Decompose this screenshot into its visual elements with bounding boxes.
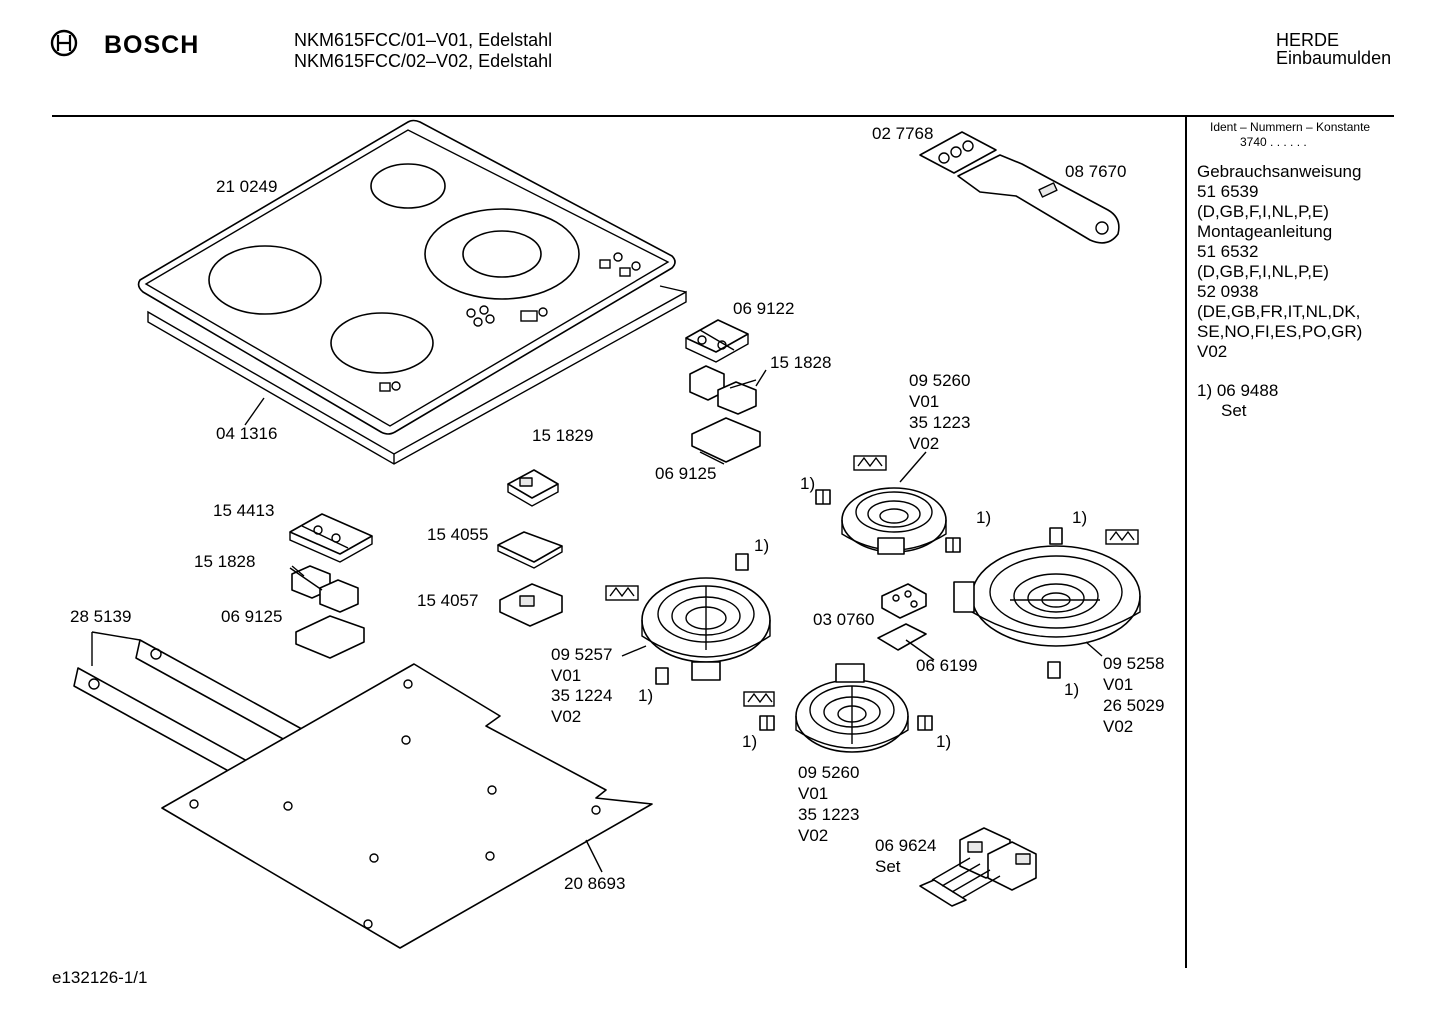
base-plate	[161, 663, 653, 949]
part-label: 15 1828	[770, 353, 832, 372]
part-label: 15 4413	[213, 501, 275, 520]
part-label: 28 5139	[70, 607, 132, 626]
doc-line: (D,GB,F,I,NL,P,E)	[1197, 262, 1329, 281]
model-line-2: NKM615FCC/02–V02, Edelstahl	[294, 51, 553, 71]
doc-line: 51 6539	[1197, 182, 1259, 201]
hob-glass-top	[137, 119, 676, 435]
doc-line: 52 0938	[1197, 282, 1259, 301]
connector-parts-middle	[497, 469, 563, 627]
ident-value: 3740 . . . . . .	[1240, 135, 1307, 149]
hob-frame-seal	[147, 285, 687, 465]
part-label: 06 6199	[916, 656, 978, 675]
footnote-marker: 1)	[936, 732, 952, 751]
heater-label: V01	[1103, 675, 1134, 694]
heater-label: V02	[909, 434, 940, 453]
ident-title: Ident – Nummern – Konstante	[1210, 120, 1371, 134]
doc-line: 51 6532	[1197, 242, 1259, 261]
doc-line: Gebrauchsanweisung	[1197, 162, 1362, 181]
heater-label: 09 5258	[1103, 654, 1165, 673]
category-line-2: Einbaumulden	[1276, 48, 1392, 68]
footnote-marker: 1)	[976, 508, 992, 527]
control-parts-left	[289, 513, 373, 659]
connector-set	[919, 827, 1037, 907]
part-label: 21 0249	[216, 177, 278, 196]
heater-label: V01	[551, 666, 582, 685]
footnote-marker: 1)	[800, 474, 816, 493]
heater-bottom	[795, 663, 909, 753]
category-line-1: HERDE	[1276, 30, 1340, 50]
heater-label: V02	[1103, 717, 1134, 736]
tool-scraper	[919, 131, 1120, 244]
footnote-marker: 1)	[754, 536, 770, 555]
footnote-marker: 1)	[742, 732, 758, 751]
heater-label: 35 1223	[909, 413, 971, 432]
part-label: 15 4057	[417, 591, 479, 610]
heater-label: 26 5029	[1103, 696, 1165, 715]
heater-label: 09 5257	[551, 645, 613, 664]
heater-label: V02	[798, 826, 829, 845]
footnote-line-1: 1) 06 9488	[1197, 381, 1279, 400]
part-label: 02 7768	[872, 124, 934, 143]
part-label: 20 8693	[564, 874, 626, 893]
part-label: 06 9122	[733, 299, 795, 318]
part-label: 06 9125	[655, 464, 717, 483]
bosch-logo-icon	[50, 29, 78, 57]
footnote-marker: 1)	[1072, 508, 1088, 527]
model-line-1: NKM615FCC/01–V01, Edelstahl	[294, 30, 553, 50]
heater-right	[953, 545, 1141, 657]
terminal-parts	[877, 583, 935, 661]
footnote-line-2: Set	[1221, 401, 1247, 420]
doc-line: SE,NO,FI,ES,PO,GR)	[1197, 322, 1363, 341]
part-label: 15 1828	[194, 552, 256, 571]
doc-id: e132126-1/1	[52, 968, 148, 987]
heater-label: 09 5260	[909, 371, 971, 390]
doc-line: (D,GB,F,I,NL,P,E)	[1197, 202, 1329, 221]
heater-label: 35 1224	[551, 686, 613, 705]
part-label: 03 0760	[813, 610, 875, 629]
part-label: 06 9125	[221, 607, 283, 626]
heater-label: 09 5260	[798, 763, 860, 782]
brand-name: BOSCH	[104, 31, 200, 59]
footnote-marker: 1)	[638, 686, 654, 705]
heater-top	[841, 451, 947, 555]
doc-line: Montageanleitung	[1197, 222, 1333, 241]
control-parts-upper	[685, 319, 767, 465]
heater-left	[621, 577, 771, 681]
part-label: Set	[875, 857, 901, 876]
heater-label: 35 1223	[798, 805, 860, 824]
heater-label: V01	[798, 784, 829, 803]
doc-line: (DE,GB,FR,IT,NL,DK,	[1197, 302, 1361, 321]
heater-label: V02	[551, 707, 582, 726]
footnote-marker: 1)	[1064, 680, 1080, 699]
heater-symbol-icons	[605, 455, 1139, 707]
part-label: 15 1829	[532, 426, 594, 445]
part-label: 08 7670	[1065, 162, 1127, 181]
part-label: 06 9624	[875, 836, 937, 855]
doc-line: V02	[1197, 342, 1228, 361]
part-label: 15 4055	[427, 525, 489, 544]
clip-icons	[655, 489, 1063, 731]
heater-label: V01	[909, 392, 940, 411]
part-label: 04 1316	[216, 424, 278, 443]
